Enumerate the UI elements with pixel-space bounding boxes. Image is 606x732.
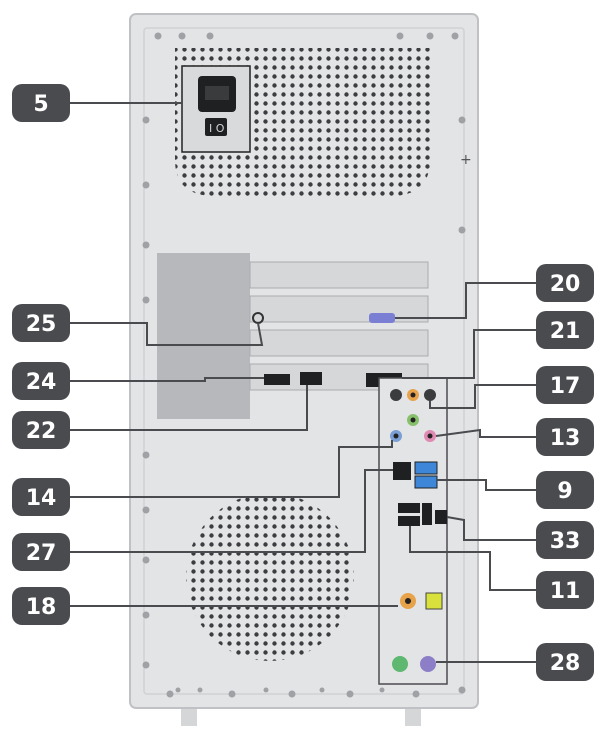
callout-badge-bg	[12, 533, 70, 571]
callout-33: 33	[536, 521, 594, 559]
ethernet-port-icon[interactable]	[435, 510, 447, 524]
callout-badge-bg	[536, 521, 594, 559]
callout-14: 14	[12, 478, 70, 516]
callout-number: 14	[26, 486, 57, 511]
case-screws	[142, 32, 466, 698]
usb-port-icon[interactable]	[398, 503, 420, 513]
callout-number: 13	[550, 426, 581, 451]
callout-badge-bg	[536, 311, 594, 349]
callout-number: 24	[26, 370, 57, 395]
usb-port-icon[interactable]	[422, 503, 432, 525]
expansion-panel	[157, 253, 250, 419]
usb-port-icon[interactable]	[414, 461, 438, 475]
callout-badge-bg	[536, 471, 594, 509]
plus-mark: +	[460, 152, 472, 168]
hdmi-port-icon[interactable]	[264, 374, 290, 385]
power-switch-icon[interactable]	[205, 118, 227, 136]
callout-22: 22	[12, 411, 70, 449]
callout-number: 20	[550, 272, 581, 297]
case-foot	[181, 704, 197, 726]
callout-25: 25	[12, 304, 70, 342]
callout-number: 17	[550, 374, 581, 399]
callout-24: 24	[12, 362, 70, 400]
callout-badge-bg	[536, 264, 594, 302]
ethernet-port-icon[interactable]	[393, 462, 411, 480]
leader-lines	[70, 102, 536, 663]
callout-badge-bg	[12, 411, 70, 449]
callout-13: 13	[536, 418, 594, 456]
ps2-port-icon[interactable]	[420, 656, 436, 672]
callout-21: 21	[536, 311, 594, 349]
callout-badges: 5 25 24 22 14 27 18 20 21 17 13 9 33 11 …	[12, 84, 594, 681]
callout-20: 20	[536, 264, 594, 302]
callout-number: 27	[26, 541, 57, 566]
power-switch-marks: I O	[209, 122, 225, 135]
callout-number: 28	[550, 651, 581, 676]
callout-badge-bg	[12, 478, 70, 516]
callout-5: 5	[12, 84, 70, 122]
ps2-port-icon[interactable]	[392, 656, 408, 672]
callout-badge-bg	[536, 643, 594, 681]
callout-number: 11	[550, 579, 581, 604]
callout-17: 17	[536, 366, 594, 404]
power-socket-pins	[205, 86, 229, 100]
callout-number: 5	[33, 92, 48, 117]
callout-11: 11	[536, 571, 594, 609]
callout-badge-bg	[536, 418, 594, 456]
optical-spdif-icon[interactable]	[425, 592, 443, 610]
callout-28: 28	[536, 643, 594, 681]
callout-badge-bg	[536, 366, 594, 404]
coax-spdif-port-center	[405, 598, 411, 604]
io-shield	[378, 377, 448, 685]
callout-badge-bg	[536, 571, 594, 609]
callout-badge-bg	[12, 362, 70, 400]
usb-port-icon[interactable]	[398, 516, 420, 526]
audio-jack-icon[interactable]	[390, 389, 436, 442]
callout-number: 9	[557, 479, 572, 504]
displayport-icon[interactable]	[300, 372, 322, 385]
callout-badge-bg	[12, 304, 70, 342]
callout-9: 9	[536, 471, 594, 509]
callout-27: 27	[12, 533, 70, 571]
callout-number: 25	[26, 312, 57, 337]
callout-number: 21	[550, 319, 581, 344]
callout-number: 18	[26, 595, 57, 620]
callout-number: 33	[550, 529, 581, 554]
callout-18: 18	[12, 587, 70, 625]
case-foot	[405, 704, 421, 726]
fan-vent-grille	[186, 493, 354, 661]
callout-badge-bg	[12, 84, 70, 122]
callout-badge-bg	[12, 587, 70, 625]
callout-number: 22	[26, 419, 57, 444]
usb-port-icon[interactable]	[414, 475, 438, 489]
case-inner-frame	[143, 27, 465, 695]
vga-port-icon[interactable]	[369, 313, 395, 323]
